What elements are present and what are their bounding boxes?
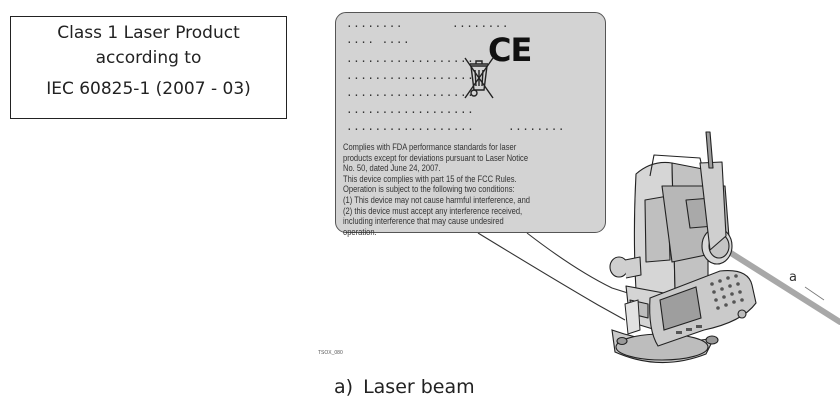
laser-class-line-3: IEC 60825-1 (2007 - 03) — [46, 79, 251, 99]
label-placeholder-dots: .................. — [346, 52, 475, 65]
compliance-text-line: No. 50, dated June 24, 2007. — [343, 163, 441, 174]
caption-marker: a) — [334, 376, 354, 398]
label-placeholder-dots: ........ — [346, 17, 403, 30]
label-placeholder-dots: ........ — [508, 120, 565, 133]
figure-code: TSOX_080 — [318, 350, 343, 356]
compliance-text: Complies with FDA performance standards … — [343, 142, 565, 237]
compliance-text-line: operation. — [343, 226, 377, 237]
laser-class-box: Class 1 Laser Product according to IEC 6… — [10, 16, 287, 119]
figure-caption: a) Laser beam — [334, 376, 475, 398]
label-placeholder-dots: .... .... — [346, 33, 411, 46]
callout-line-right — [526, 232, 651, 301]
compliance-text-line: (1) This device may not cause harmful in… — [343, 194, 530, 205]
instrument-label-plate — [624, 299, 641, 335]
laser-class-line-1: Class 1 Laser Product — [57, 23, 240, 43]
label-placeholder-dots: .................. — [346, 69, 475, 82]
ce-mark: CE — [488, 31, 532, 69]
instrument-base — [611, 329, 719, 364]
laser-class-line-2: according to — [95, 48, 202, 68]
caption-text: Laser beam — [363, 376, 475, 398]
instrument-keyboard — [649, 270, 757, 347]
label-placeholder-dots: ........ — [452, 17, 509, 30]
compliance-text-line: Operation is subject to the following tw… — [343, 184, 515, 195]
callout-line-left — [477, 232, 626, 321]
device-label-panel: ........ ........ .... .... ............… — [335, 12, 606, 237]
compliance-text-line: This device complies with part 15 of the… — [343, 173, 517, 184]
compliance-text-line: products except for deviations pursuant … — [343, 152, 529, 163]
label-placeholder-dots: .................. — [346, 103, 475, 116]
label-placeholder-dots: .................. — [346, 86, 475, 99]
label-placeholder-dots: .................. — [346, 120, 475, 133]
laser-beam-pointer-line — [804, 286, 825, 301]
callout-label-a: a — [789, 270, 797, 285]
compliance-text-line: (2) this device must accept any interfer… — [343, 205, 523, 216]
keypad-keys — [676, 274, 744, 334]
compliance-text-line: including interference that may cause un… — [343, 216, 504, 227]
laser-beam — [712, 240, 840, 325]
compliance-text-line: Complies with FDA performance standards … — [343, 142, 517, 152]
crossed-out-wheelie-bin-icon — [464, 57, 494, 99]
